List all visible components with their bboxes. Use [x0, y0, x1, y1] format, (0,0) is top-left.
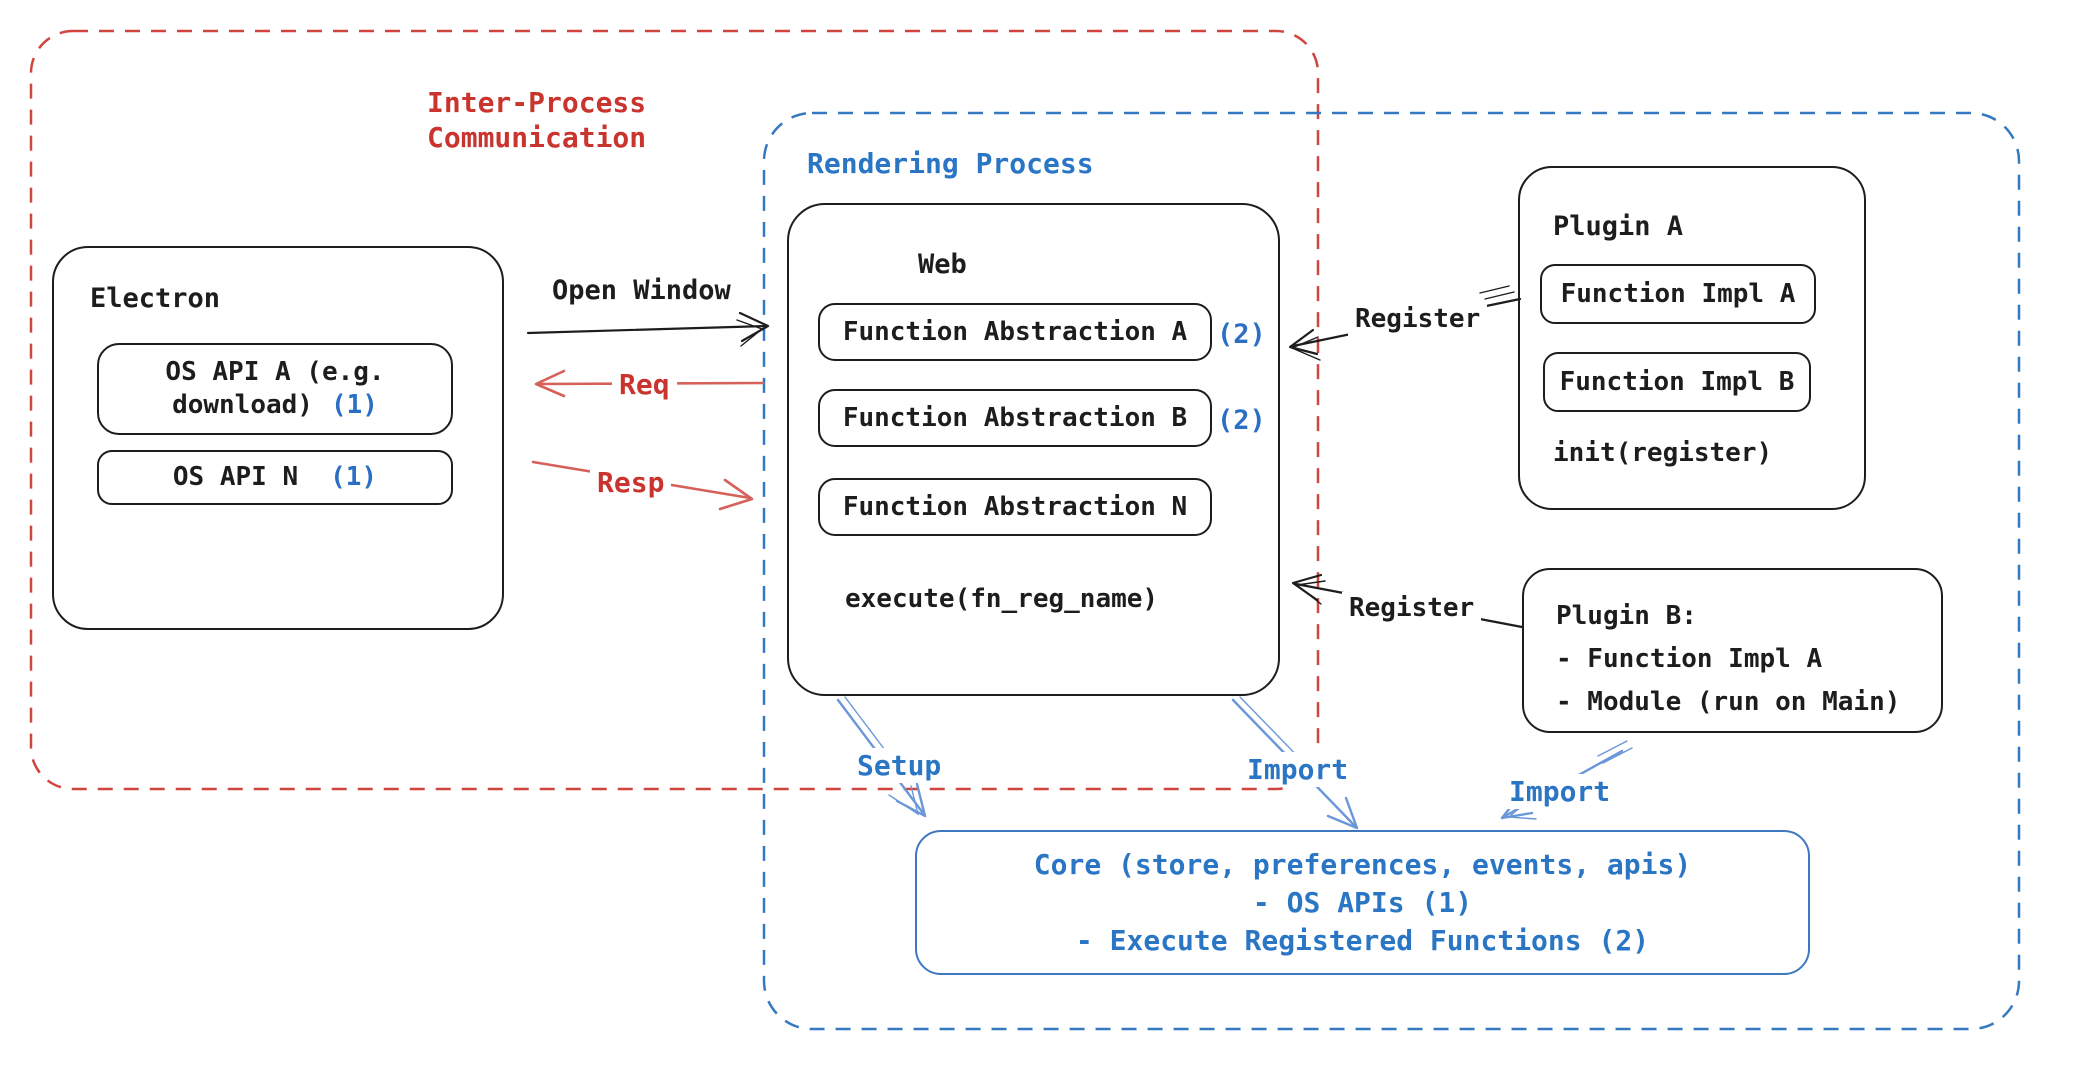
core-line2: - OS APIs (1)	[1252, 885, 1473, 919]
execute-label: execute(fn_reg_name)	[845, 584, 1159, 614]
register-bottom-label: Register	[1342, 592, 1482, 625]
resp-arrowhead	[718, 478, 754, 511]
rendering-process-label: Rendering Process	[807, 147, 1094, 180]
resp-label: Resp	[590, 465, 672, 500]
plugin-b-line2: - Function Impl A	[1556, 644, 1823, 674]
web-box	[787, 203, 1280, 696]
plugin-b-box	[1522, 568, 1943, 733]
function-abstraction-a-badge: (2)	[1217, 319, 1266, 350]
setup-label: Setup	[850, 748, 949, 783]
register-top-label: Register	[1348, 303, 1488, 336]
function-abstraction-a-label: Function Abstraction A	[842, 316, 1188, 347]
plugin-b-line1: Plugin B:	[1556, 601, 1697, 631]
function-abstraction-b-box: Function Abstraction B	[818, 389, 1212, 447]
register-bottom-arrowhead-sketch	[1295, 580, 1326, 605]
req-label: Req	[612, 367, 677, 402]
core-line1: Core (store, preferences, events, apis)	[1033, 847, 1692, 881]
core-text: Core (store, preferences, events, apis) -…	[1034, 846, 1691, 960]
function-abstraction-b-badge: (2)	[1217, 405, 1266, 436]
function-impl-a-label: Function Impl A	[1560, 278, 1796, 309]
open-window-arrow-line	[526, 324, 768, 335]
import-plugin-b-sketch-tick-2	[1602, 747, 1633, 764]
import-plugin-b-sketch-tick-1	[1597, 740, 1628, 757]
open-window-label: Open Window	[552, 275, 731, 306]
function-abstraction-a-box: Function Abstraction A	[818, 303, 1212, 361]
function-abstraction-b-label: Function Abstraction B	[842, 402, 1188, 433]
register-top-sketch-tick-1	[1479, 285, 1510, 294]
plugin-b-text: Plugin B: - Function Impl A - Module (run …	[1556, 595, 1900, 724]
open-window-arrowhead-sketch	[736, 319, 764, 347]
os-api-a-badge: (1)	[330, 390, 378, 420]
import-web-arrowhead	[1326, 796, 1359, 830]
register-top-arrowhead-sketch	[1290, 336, 1321, 361]
function-impl-a-box: Function Impl A	[1540, 264, 1816, 324]
os-api-a-line1: OS API A (e.g.	[165, 357, 385, 387]
req-arrowhead	[534, 369, 566, 398]
os-api-a-line2: download)	[172, 390, 313, 420]
register-top-arrowhead	[1288, 328, 1319, 356]
plugin-b-line3: - Module (run on Main)	[1556, 687, 1901, 717]
ipc-label-line2: Communication	[427, 121, 647, 154]
electron-box	[52, 246, 504, 630]
os-api-n-badge: (1)	[330, 462, 378, 492]
ipc-label-line1: Inter-Process	[427, 86, 647, 119]
function-abstraction-n-box: Function Abstraction N	[818, 478, 1212, 536]
open-window-arrowhead	[738, 311, 770, 343]
register-top-sketch-tick-2	[1484, 291, 1515, 300]
core-line3: - Execute Registered Functions (2)	[1075, 923, 1650, 957]
import-web-label: Import	[1240, 752, 1356, 787]
function-impl-b-box: Function Impl B	[1543, 352, 1811, 412]
import-plugin-b-label: Import	[1502, 774, 1618, 809]
web-title: Web	[918, 249, 967, 280]
function-abstraction-n-label: Function Abstraction N	[842, 491, 1188, 522]
plugin-a-box	[1518, 166, 1866, 510]
os-api-n-box: OS API N (1)	[97, 450, 453, 505]
plugin-a-title: Plugin A	[1553, 211, 1684, 242]
ipc-dashed-frame	[29, 29, 1320, 791]
function-impl-b-label: Function Impl B	[1559, 366, 1795, 397]
electron-title: Electron	[90, 283, 221, 314]
core-box: Core (store, preferences, events, apis) -…	[915, 830, 1810, 975]
setup-arrowhead-sketch	[888, 785, 920, 816]
os-api-a-box: OS API A (e.g. download) (1)	[97, 343, 453, 435]
rendering-process-dashed-frame	[762, 111, 2021, 1031]
os-api-n-label: OS API N	[172, 462, 299, 492]
plugin-a-init-label: init(register)	[1553, 438, 1773, 468]
